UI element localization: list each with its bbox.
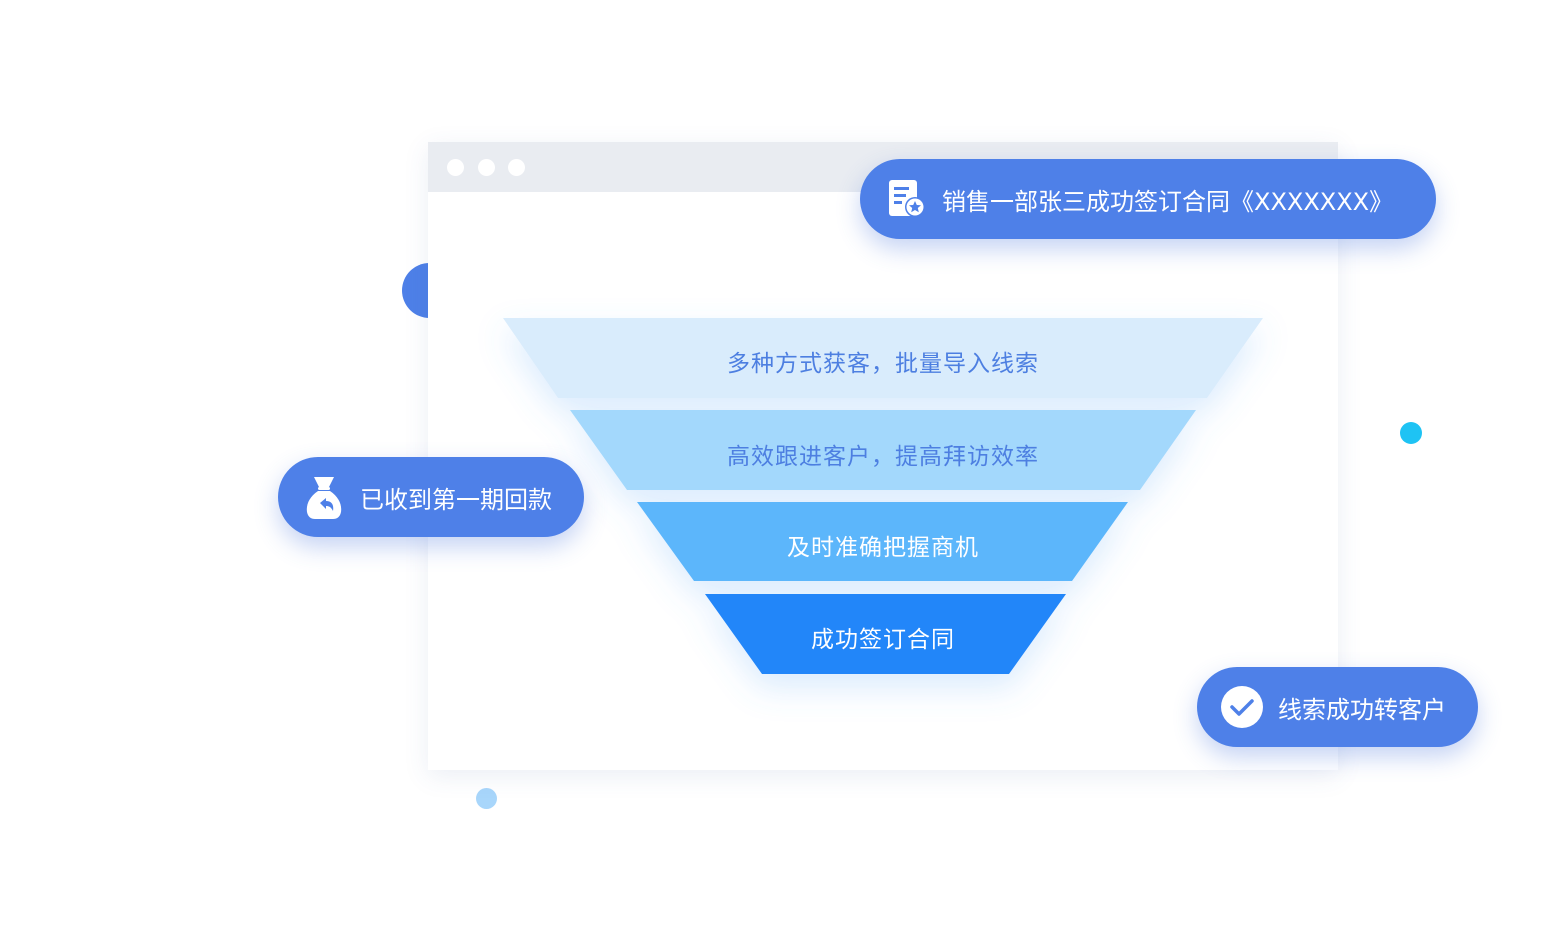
document-star-icon bbox=[886, 179, 928, 219]
funnel-stage-2 bbox=[570, 410, 1196, 490]
funnel-stage-1-label: 多种方式获客，批量导入线索 bbox=[727, 351, 1039, 377]
convert-notification: 线索成功转客户 bbox=[1197, 667, 1478, 747]
decor-dot-light bbox=[476, 788, 497, 809]
money-bag-icon bbox=[304, 475, 344, 519]
contract-notification-text: 销售一部张三成功签订合同《XXXXXXX》 bbox=[942, 187, 1394, 216]
payment-notification: 已收到第一期回款 bbox=[278, 457, 584, 537]
convert-notification-text: 线索成功转客户 bbox=[1278, 695, 1446, 724]
funnel-stage-1 bbox=[503, 318, 1263, 398]
funnel-stage-4-label: 成功签订合同 bbox=[811, 627, 955, 653]
decor-dot-cyan bbox=[1400, 422, 1422, 444]
window-dot-icon bbox=[447, 159, 464, 176]
funnel-stage-2-label: 高效跟进客户，提高拜访效率 bbox=[727, 444, 1039, 470]
window-dot-icon bbox=[508, 159, 525, 176]
funnel-stage-3-label: 及时准确把握商机 bbox=[787, 535, 979, 561]
funnel-stage-3 bbox=[637, 502, 1128, 581]
payment-notification-text: 已收到第一期回款 bbox=[360, 485, 552, 514]
contract-notification: 销售一部张三成功签订合同《XXXXXXX》 bbox=[860, 159, 1436, 239]
funnel-stage-4 bbox=[705, 594, 1066, 674]
window-dot-icon bbox=[478, 159, 495, 176]
check-circle-icon bbox=[1221, 686, 1263, 728]
